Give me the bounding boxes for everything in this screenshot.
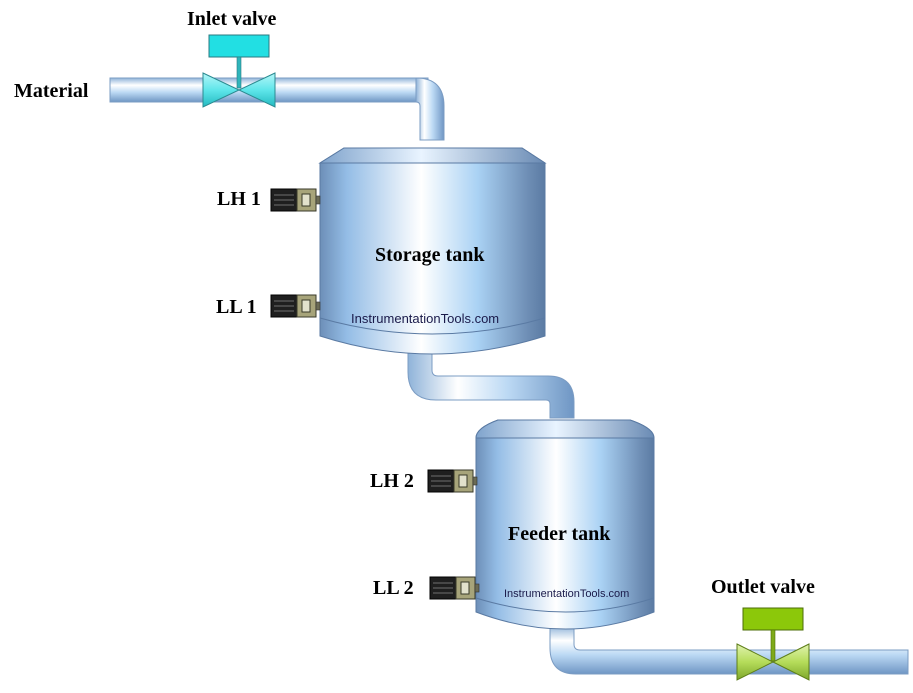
level-switch-lh2-icon [427,469,478,493]
transfer-pipe [407,351,575,419]
inlet-valve-icon[interactable] [202,34,276,108]
lh2-label: LH 2 [370,470,414,492]
storage-tank [318,147,547,355]
feeder-tank-watermark: InstrumentationTools.com [504,588,630,600]
level-switch-ll1-icon [270,294,321,318]
feeder-tank [475,419,655,630]
inlet-pipe [109,77,445,141]
outlet-valve-label: Outlet valve [711,576,815,598]
level-switch-lh1-icon [270,188,321,212]
inlet-valve-label: Inlet valve [187,8,277,30]
ll2-label: LL 2 [373,577,414,599]
ll1-label: LL 1 [216,296,257,318]
storage-tank-watermark: InstrumentationTools.com [351,311,500,326]
level-switch-ll2-icon [429,576,480,600]
lh1-label: LH 1 [217,188,261,210]
storage-tank-label: Storage tank [375,244,485,266]
outlet-pipe [549,625,909,675]
outlet-valve-icon[interactable] [736,607,810,681]
feeder-tank-label: Feeder tank [508,523,611,545]
material-label: Material [14,80,89,102]
